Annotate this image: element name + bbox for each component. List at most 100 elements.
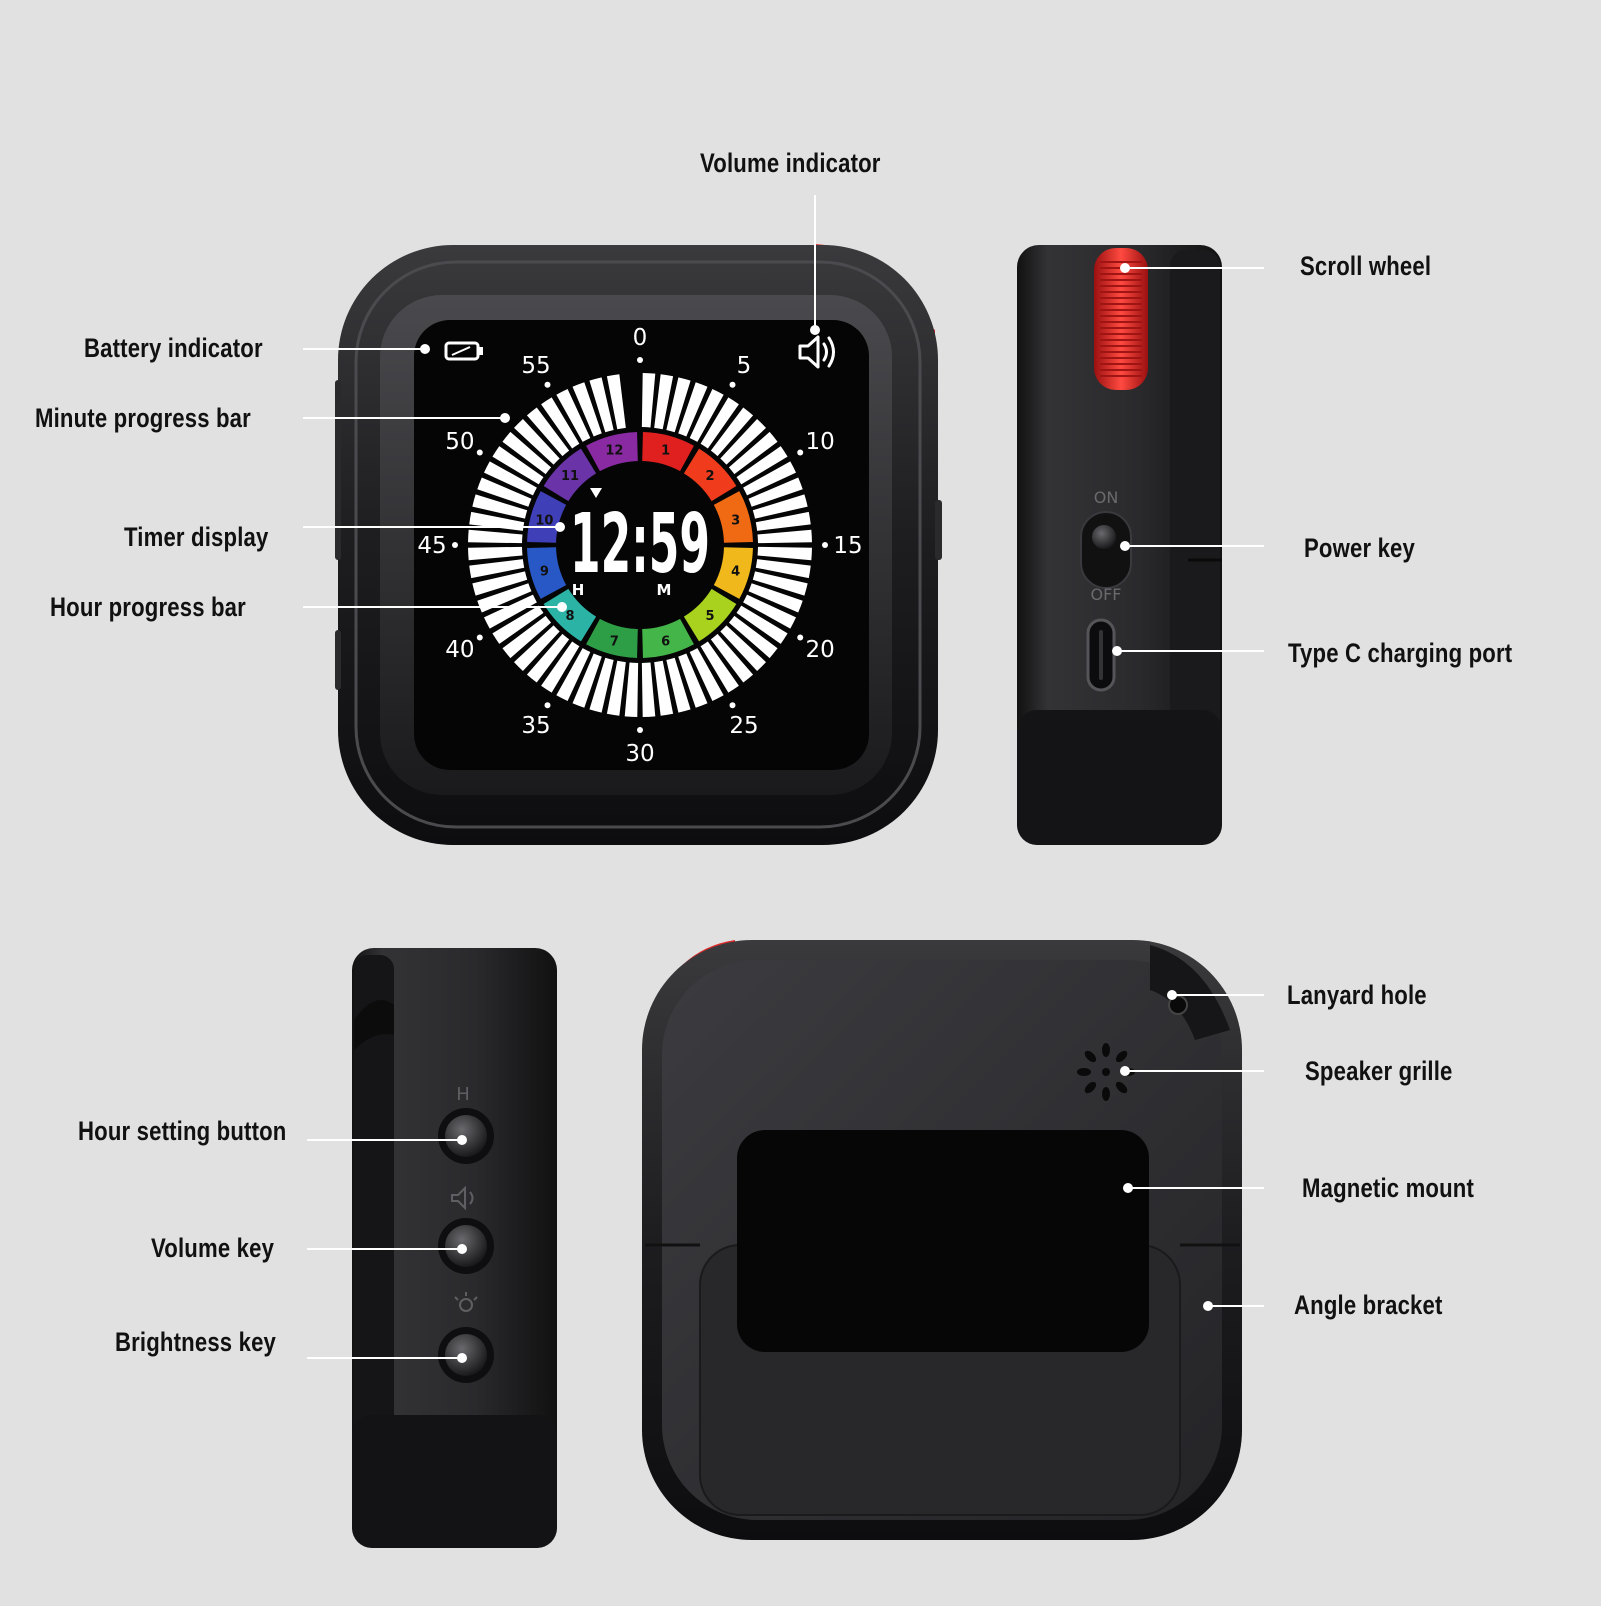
lanyard-notch-side — [354, 1000, 394, 1050]
scroll-wheel[interactable] — [1094, 248, 1148, 390]
hour-segment — [713, 491, 753, 543]
power-key[interactable] — [1092, 525, 1116, 549]
grille-hole — [1084, 1050, 1097, 1063]
minute-segment — [526, 633, 570, 683]
minute-segment — [710, 633, 754, 683]
hour-segment — [642, 432, 694, 472]
side-lower — [1017, 710, 1222, 845]
label-scroll-wheel: Scroll wheel — [1300, 251, 1432, 281]
minute-segment — [678, 382, 708, 437]
minute-tick-dot — [476, 449, 483, 456]
hour-number: 3 — [731, 513, 740, 528]
hour-segment — [543, 588, 597, 642]
minute-segment — [678, 653, 708, 708]
grille-hole — [1077, 1068, 1091, 1076]
minute-segment — [477, 583, 532, 613]
leader-lines — [303, 195, 1264, 1363]
hour-number: 10 — [535, 513, 553, 528]
hour-number: 2 — [705, 469, 714, 484]
minute-segment — [589, 377, 614, 433]
minute-segment — [666, 657, 691, 713]
label-hour-progress-bar: Hour progress bar — [50, 592, 246, 622]
lanyard-corner — [1150, 945, 1230, 1040]
label-volume-indicator: Volume indicator — [700, 148, 881, 178]
back-view — [642, 940, 1242, 1540]
hour-number: 9 — [540, 565, 549, 580]
hour-number: 8 — [565, 609, 574, 624]
minute-progress-ring — [468, 373, 812, 717]
minute-segment — [541, 397, 580, 449]
minute-tick-dot — [797, 449, 804, 456]
minute-segment — [514, 419, 560, 465]
minute-segment — [736, 446, 788, 485]
minute-segment — [720, 625, 766, 671]
power-key-hint — [935, 500, 942, 560]
minute-segment — [700, 397, 739, 449]
hour-number: 4 — [731, 565, 740, 580]
hour-number: 7 — [610, 635, 619, 650]
label-volume-key: Volume key — [151, 1233, 275, 1263]
label-brightness-key: Brightness key — [115, 1327, 277, 1357]
minute-segment — [472, 571, 528, 596]
minute-segment — [556, 388, 591, 442]
hour-segment — [543, 448, 597, 502]
label-hour-setting-button: Hour setting button — [78, 1116, 287, 1146]
minute-segment — [755, 511, 811, 531]
minute-tick-label: 15 — [833, 533, 862, 559]
hour-segment — [683, 448, 737, 502]
minute-unit: M — [657, 581, 672, 599]
minute-tick-label: 50 — [445, 429, 474, 455]
battery-icon — [444, 341, 483, 361]
minute-tick-dot — [637, 357, 643, 363]
power-switch[interactable] — [1080, 511, 1132, 589]
minute-segment — [469, 559, 525, 579]
minute-tick-dot — [729, 702, 736, 709]
label-power-key: Power key — [1304, 533, 1416, 563]
minute-segment — [743, 461, 797, 496]
off-label: OFF — [1091, 585, 1122, 604]
hour-setting-button[interactable] — [445, 1115, 487, 1157]
minute-segment — [514, 625, 560, 671]
minute-tick-dot — [452, 542, 458, 548]
side-button-hint — [335, 630, 341, 690]
minute-tick-dot — [637, 727, 643, 733]
minute-segment — [743, 594, 797, 629]
minute-segment — [710, 407, 754, 457]
hour-segment — [642, 618, 694, 658]
minute-segment — [752, 571, 808, 596]
minute-segment — [541, 641, 580, 693]
label-speaker-grille: Speaker grille — [1305, 1056, 1453, 1086]
hour-segment — [683, 588, 737, 642]
label-type-c-port: Type C charging port — [1288, 638, 1513, 668]
minute-segment — [502, 431, 552, 475]
minute-segment — [492, 446, 544, 485]
minute-segment — [624, 662, 639, 717]
label-magnetic-mount: Magnetic mount — [1302, 1173, 1475, 1203]
left-side-view: H — [352, 948, 557, 1548]
minute-tick-label: 20 — [805, 637, 834, 663]
minute-segment — [654, 374, 674, 430]
brightness-glyph-icon — [454, 1292, 478, 1312]
minute-segment — [502, 615, 552, 659]
minute-tick-dot — [544, 381, 551, 388]
minute-segment — [468, 529, 523, 544]
hour-segment — [527, 547, 567, 599]
minute-segment — [526, 407, 570, 457]
hour-segment — [713, 547, 753, 599]
label-angle-bracket: Angle bracket — [1294, 1290, 1443, 1320]
body-highlight — [354, 260, 922, 829]
hour-unit: H — [572, 581, 585, 599]
minute-tick-label: 10 — [805, 429, 834, 455]
minute-segment — [483, 461, 537, 496]
magnetic-mount[interactable] — [737, 1130, 1149, 1352]
minute-segment — [492, 605, 544, 644]
on-label: ON — [1094, 488, 1119, 507]
minute-segment — [728, 431, 778, 475]
grille-hole — [1115, 1050, 1128, 1063]
minute-segment — [477, 477, 532, 507]
minute-tick-dot — [822, 542, 828, 548]
